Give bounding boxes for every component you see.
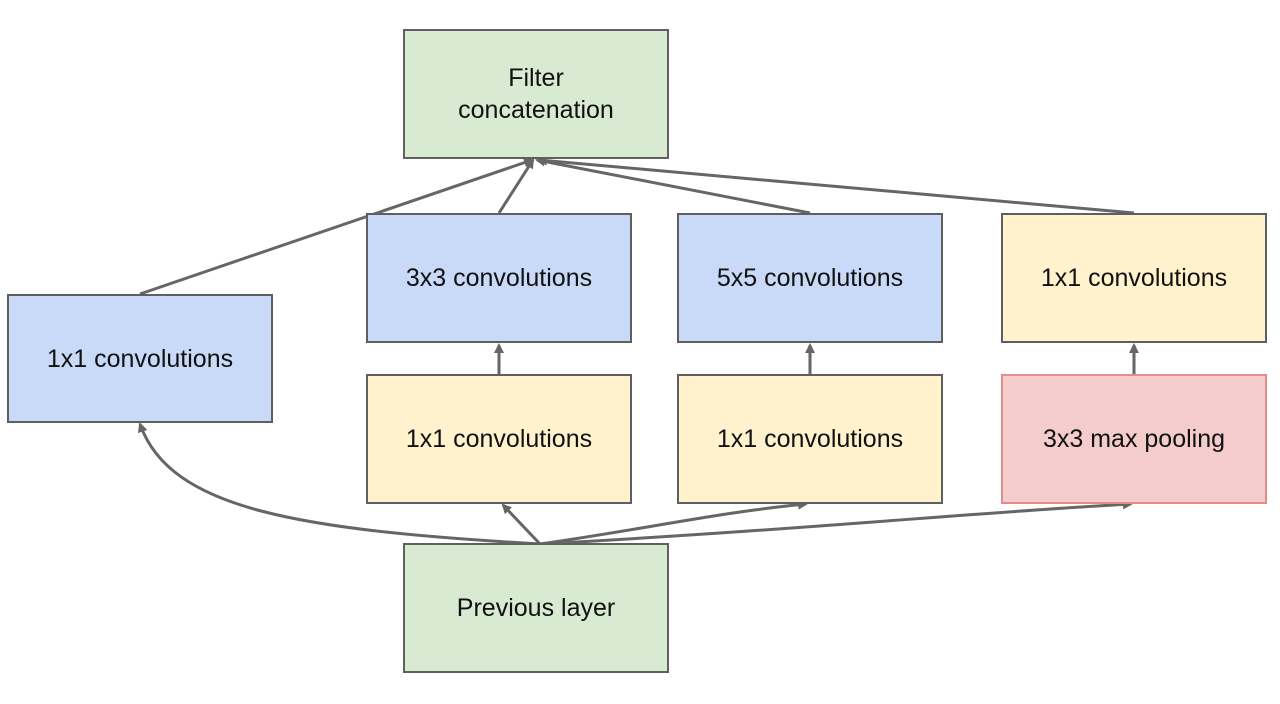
filter-concatenation-label: Filter concatenation: [458, 64, 614, 124]
branch3-conv5x5-label: 5x5 convolutions: [716, 264, 904, 292]
edge-previous-to-branch3-reduce: [539, 499, 808, 546]
previous-layer-node: Previous layer: [403, 543, 669, 673]
edge-branch2-to-concat: [497, 158, 535, 214]
branch4-maxpool-label: 3x3 max pooling: [1042, 425, 1226, 453]
branch2-conv3x3-node: 3x3 convolutions: [366, 213, 632, 343]
branch2-reduce1x1-node: 1x1 convolutions: [366, 374, 632, 504]
edge-branch1-to-concat: [139, 157, 534, 296]
filter-concatenation-node: Filter concatenation: [403, 29, 669, 159]
edge-branch4-to-concat: [537, 155, 1135, 215]
branch1-conv1x1-label: 1x1 convolutions: [46, 344, 234, 373]
branch3-reduce1x1-label: 1x1 convolutions: [716, 425, 904, 453]
branch4-proj1x1-node: 1x1 convolutions: [1001, 213, 1267, 343]
branch1-conv1x1-node: 1x1 convolutions: [7, 294, 273, 423]
edge-previous-to-branch2-reduce: [501, 503, 542, 546]
branch4-maxpool-node: 3x3 max pooling: [1001, 374, 1267, 504]
previous-layer-label: Previous layer: [456, 594, 616, 622]
edge-previous-to-branch4-pool: [539, 499, 1133, 546]
edge-previous-to-branch1: [137, 422, 541, 546]
branch3-conv5x5-node: 5x5 convolutions: [677, 213, 943, 343]
branch2-reduce1x1-label: 1x1 convolutions: [405, 425, 593, 453]
branch4-proj1x1-label: 1x1 convolutions: [1040, 264, 1228, 292]
branch3-reduce1x1-node: 1x1 convolutions: [677, 374, 943, 504]
branch2-conv3x3-label: 3x3 convolutions: [405, 264, 593, 292]
edge-branch3-to-concat: [535, 156, 811, 215]
